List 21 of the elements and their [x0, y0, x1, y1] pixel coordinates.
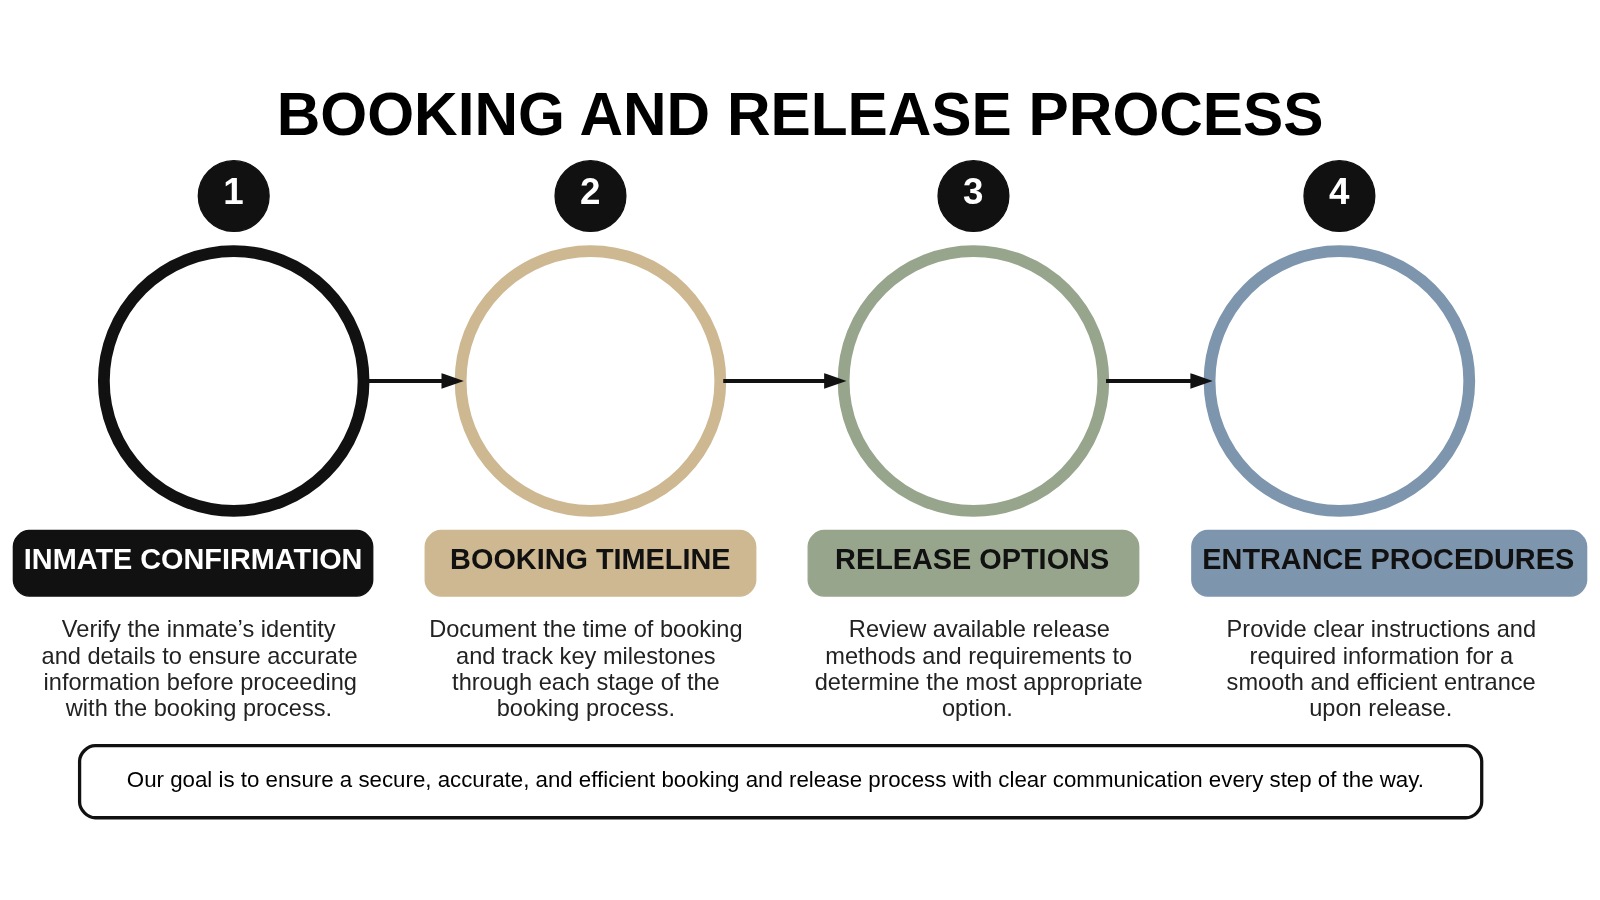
node-label: Document the time of booking and track key milestones through each stage of the booking process.: [429, 615, 743, 721]
node-circle: [97, 244, 370, 517]
node-circle: 3: [937, 159, 1010, 232]
node-box: BOOKING TIMELINE: [424, 529, 757, 597]
node-label: Verify the inmate’s identity and details to ensure accurate information before proceeding with the booking process.: [41, 615, 358, 721]
node-circle: 1: [197, 159, 270, 232]
diagram-title: BOOKING AND RELEASE PROCESS: [276, 79, 1324, 148]
node-box: ENTRANCE PROCEDURES: [1191, 529, 1588, 597]
node-circle: [1203, 244, 1476, 517]
node-box: INMATE CONFIRMATION: [12, 529, 374, 597]
node-box: Our goal is to ensure a secure, accurate, and efficient booking and release process with clear communication every step of the way.: [77, 743, 1484, 819]
node-label: Review available release methods and requirements to determine the most appropriate option.: [814, 615, 1143, 721]
arrow: [366, 372, 464, 389]
node-box: RELEASE OPTIONS: [807, 529, 1140, 597]
node-circle: [454, 244, 727, 517]
arrow: [723, 372, 847, 389]
node-label: Provide clear instructions and required information for a smooth and efficient entrance upon release.: [1226, 615, 1537, 721]
node-circle: 4: [1303, 159, 1376, 232]
arrow: [1106, 372, 1213, 389]
node-circle: 2: [554, 159, 627, 232]
node-circle: [837, 244, 1110, 517]
